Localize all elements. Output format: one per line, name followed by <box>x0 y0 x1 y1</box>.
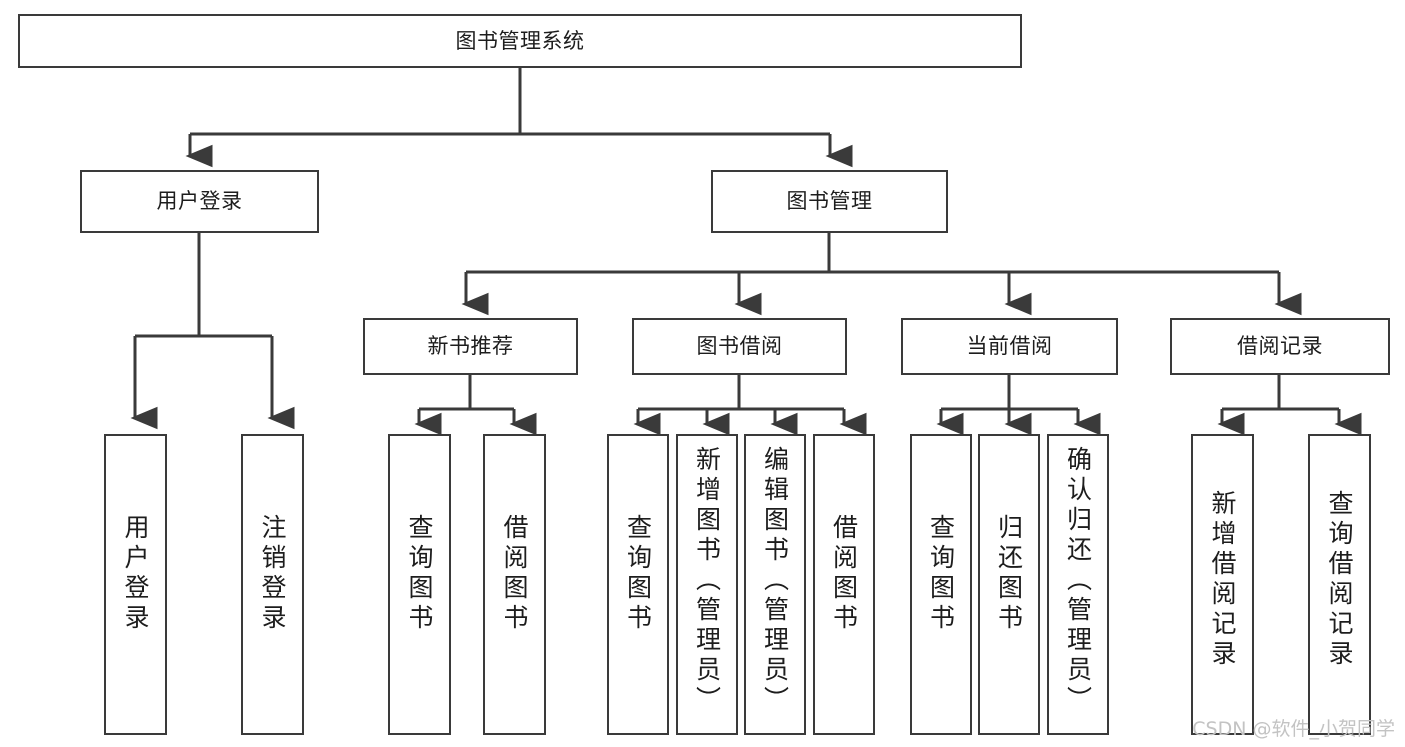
leaf-confirm-return-admin[interactable]: 确认归还（管理员） <box>1047 434 1109 735</box>
node-label: 用户登录 <box>156 189 243 214</box>
node-current-borrow[interactable]: 当前借阅 <box>901 318 1118 375</box>
watermark-text: CSDN @软件_小贺同学 <box>1192 718 1395 740</box>
node-label: 用户登录 <box>121 514 150 634</box>
node-borrow-record[interactable]: 借阅记录 <box>1170 318 1390 375</box>
leaf-borrow-book-recommend[interactable]: 借阅图书 <box>483 434 546 735</box>
node-label: 当前借阅 <box>966 334 1053 359</box>
leaf-user-login[interactable]: 用户登录 <box>104 434 167 735</box>
node-label: 查询图书 <box>623 514 653 634</box>
node-label: 归还图书 <box>994 514 1024 634</box>
node-label: 新增借阅记录 <box>1208 490 1237 670</box>
node-label: 新增图书（管理员） <box>692 446 722 716</box>
leaf-query-book-current[interactable]: 查询图书 <box>910 434 972 735</box>
node-label: 查询图书 <box>926 514 956 634</box>
node-new-book-recommend[interactable]: 新书推荐 <box>363 318 578 375</box>
node-label: 查询图书 <box>405 514 434 634</box>
node-label: 借阅图书 <box>500 514 529 634</box>
node-label: 借阅图书 <box>829 514 859 634</box>
node-label: 查询借阅记录 <box>1325 490 1354 670</box>
node-book-borrow[interactable]: 图书借阅 <box>632 318 847 375</box>
leaf-query-book-borrow[interactable]: 查询图书 <box>607 434 669 735</box>
node-label: 编辑图书（管理员） <box>760 446 790 716</box>
node-book-management[interactable]: 图书管理 <box>711 170 948 233</box>
node-label: 借阅记录 <box>1237 334 1323 359</box>
node-root-book-management-system[interactable]: 图书管理系统 <box>18 14 1022 68</box>
leaf-logout[interactable]: 注销登录 <box>241 434 304 735</box>
leaf-query-borrow-record[interactable]: 查询借阅记录 <box>1308 434 1371 735</box>
node-user-login[interactable]: 用户登录 <box>80 170 319 233</box>
leaf-borrow-book[interactable]: 借阅图书 <box>813 434 875 735</box>
leaf-add-book-admin[interactable]: 新增图书（管理员） <box>676 434 738 735</box>
leaf-edit-book-admin[interactable]: 编辑图书（管理员） <box>744 434 806 735</box>
leaf-add-borrow-record[interactable]: 新增借阅记录 <box>1191 434 1254 735</box>
leaf-query-book-recommend[interactable]: 查询图书 <box>388 434 451 735</box>
leaf-return-book[interactable]: 归还图书 <box>978 434 1040 735</box>
node-label: 新书推荐 <box>427 334 514 359</box>
node-label: 图书管理 <box>786 189 873 214</box>
node-label: 图书管理系统 <box>455 28 585 53</box>
node-label: 图书借阅 <box>696 334 783 359</box>
node-label: 注销登录 <box>258 514 287 634</box>
node-label: 确认归还（管理员） <box>1063 446 1093 716</box>
